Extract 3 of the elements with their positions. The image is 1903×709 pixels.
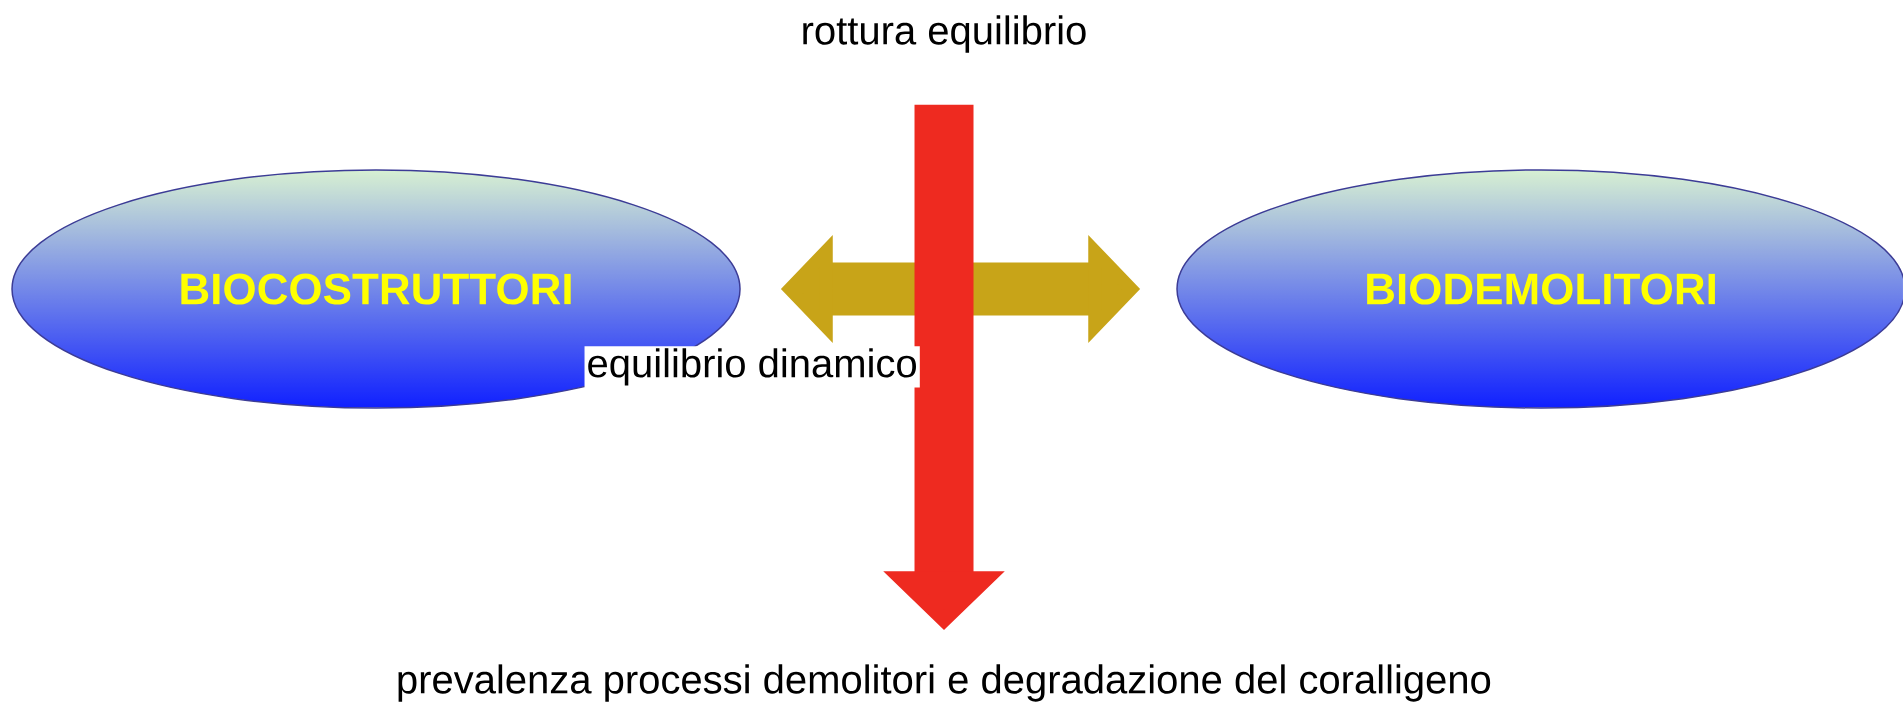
text-label: rottura equilibrio — [803, 15, 1086, 53]
text-label: prevalenza processi demolitori e degradazione del coralligeno — [398, 664, 1491, 702]
edge-label: equilibrio dinamico — [584, 346, 920, 388]
